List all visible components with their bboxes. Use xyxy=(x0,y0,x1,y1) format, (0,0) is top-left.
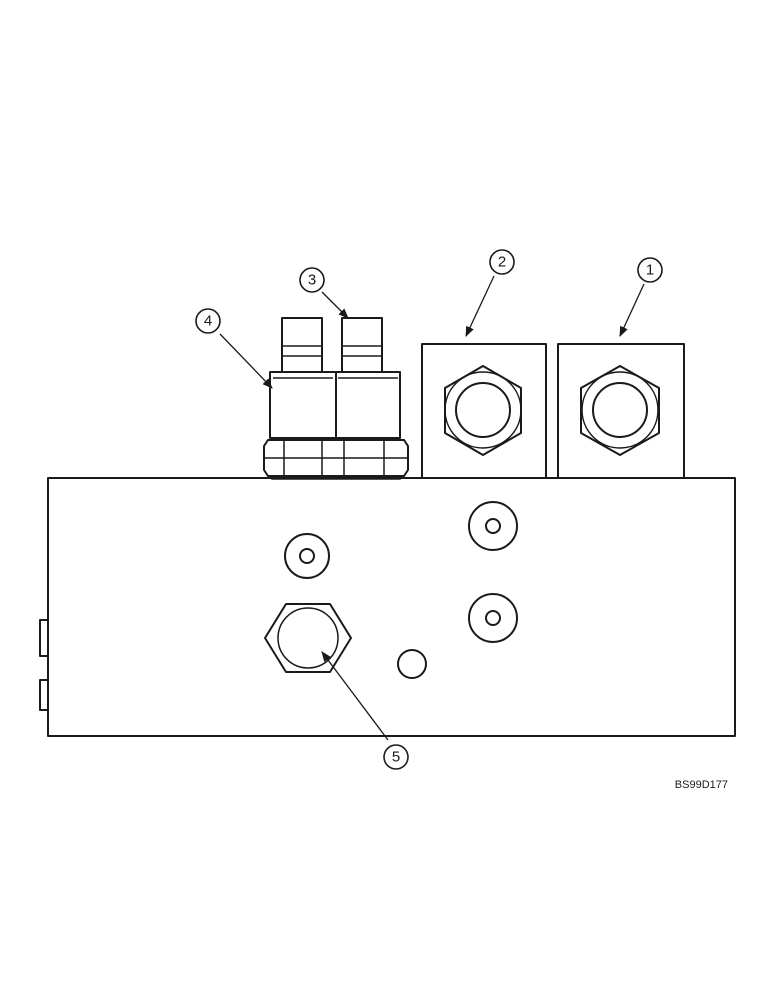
relief-valve-3 xyxy=(335,317,401,439)
reference-code: BS99D177 xyxy=(675,779,728,791)
svg-text:5: 5 xyxy=(392,749,400,766)
port-lower-right xyxy=(468,593,518,643)
leader-4 xyxy=(219,333,273,389)
relief-valve-4 xyxy=(269,317,337,439)
side-boss-lower xyxy=(39,679,49,711)
port-upper-left xyxy=(284,533,330,579)
cartridge-valve-2 xyxy=(421,343,547,479)
valve-block-body xyxy=(39,477,736,737)
callout-1: 1 xyxy=(637,257,663,283)
callout-5: 5 xyxy=(383,744,409,770)
cartridge-valve-1 xyxy=(557,343,685,479)
callout-3: 3 xyxy=(299,267,325,293)
plain-port xyxy=(397,649,427,679)
port-upper-right xyxy=(468,501,518,551)
leader-2 xyxy=(465,275,495,337)
svg-text:3: 3 xyxy=(308,272,316,289)
leader-1 xyxy=(619,283,645,337)
leader-5 xyxy=(321,651,389,741)
svg-text:2: 2 xyxy=(498,254,506,271)
leader-3 xyxy=(321,291,349,319)
callout-4: 4 xyxy=(195,308,221,334)
svg-text:1: 1 xyxy=(646,262,654,279)
callout-2: 2 xyxy=(489,249,515,275)
hex-nut-row xyxy=(263,439,409,480)
svg-text:4: 4 xyxy=(204,313,212,330)
hex-plug xyxy=(264,603,352,673)
side-boss-upper xyxy=(39,619,49,657)
